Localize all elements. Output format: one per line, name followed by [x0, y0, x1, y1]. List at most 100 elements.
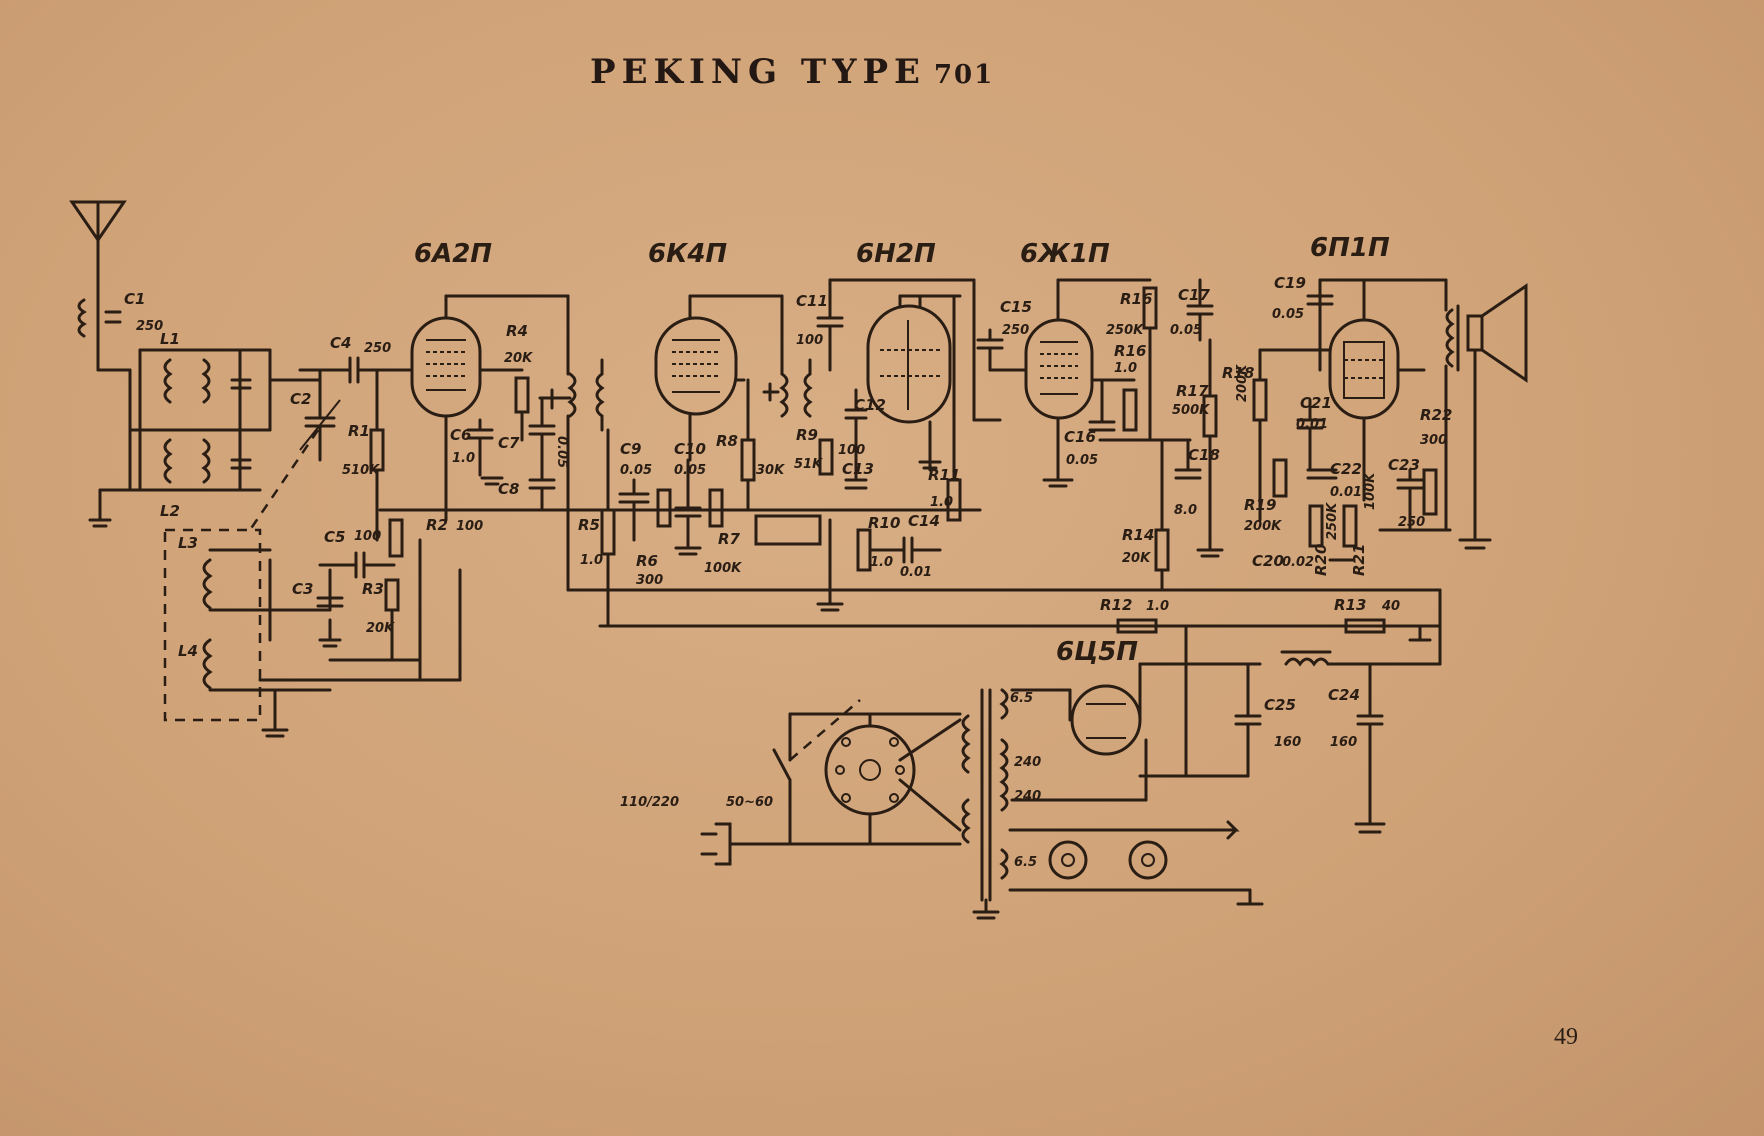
label-r12: R12	[1100, 596, 1132, 614]
label-c13-value: 100	[838, 443, 865, 458]
capacitor-c25	[1234, 662, 1262, 778]
output-transformer	[1444, 278, 1460, 532]
label-r9: R9	[796, 426, 818, 444]
tube-label-6zh1p: 6Ж1П	[1020, 239, 1110, 269]
label-r2-value: 100	[456, 519, 483, 534]
label-r17-value: 500K	[1172, 403, 1210, 418]
switch-link-dashed	[789, 699, 861, 761]
label-r16b-value: 1.0	[1114, 361, 1137, 376]
label-c3: C3	[292, 580, 313, 598]
label-c7: C7	[498, 434, 520, 452]
voltage-selector-icon	[824, 712, 962, 846]
label-r8: R8	[716, 432, 738, 450]
label-r4: R4	[506, 322, 528, 340]
resistor-r6	[656, 488, 672, 528]
resistor-r8	[740, 438, 756, 482]
rectifier-6c5p	[1070, 662, 1262, 756]
label-c5-value: 100	[354, 529, 381, 544]
label-c20: C20	[1252, 552, 1284, 570]
label-r6-value: 300	[636, 573, 663, 588]
label-r16b: R16	[1114, 342, 1146, 360]
capacitor-c10	[674, 458, 702, 556]
label-r8-value: 30K	[756, 463, 785, 478]
label-l4: L4	[178, 642, 198, 660]
label-c22-value: 0.01	[1330, 485, 1362, 500]
label-c11-value: 100	[796, 333, 823, 348]
tube-label-6n2p: 6Н2П	[856, 239, 936, 269]
page-number: 49	[1554, 1024, 1578, 1050]
label-r19-value: 200K	[1244, 519, 1282, 534]
tube-6zh1p	[1024, 278, 1152, 482]
label-c25-value: 160	[1274, 735, 1301, 750]
heater-arrow-icon	[1214, 820, 1240, 840]
label-c20-value: 0.02	[1282, 555, 1314, 570]
tube-6p1p	[1318, 278, 1448, 502]
label-mains-freq: 50~60	[726, 795, 773, 810]
label-r3: R3	[362, 580, 384, 598]
capacitor-c14	[868, 536, 942, 564]
capacitor-c24	[1354, 662, 1386, 834]
label-v240-b: 240	[1014, 789, 1041, 804]
label-r22-value: 300	[1420, 433, 1447, 448]
label-c21-value: 0.01	[1296, 417, 1328, 432]
label-r20-value: 250K	[1325, 502, 1340, 540]
input-coil-l1	[77, 288, 262, 528]
label-c4-value: 250	[364, 341, 391, 356]
label-r14: R14	[1122, 526, 1154, 544]
label-c19-value: 0.05	[1272, 307, 1304, 322]
label-r18-value: 200K	[1235, 364, 1250, 402]
tube-6n2p	[866, 294, 962, 462]
tube-label-6c5p: 6Ц5П	[1056, 637, 1138, 667]
label-r7-value: 100K	[704, 561, 742, 576]
resistor-r7	[708, 488, 724, 528]
label-r13-value: 40	[1381, 599, 1400, 614]
tube-6a2p	[410, 294, 570, 522]
capacitor-c15	[976, 328, 1028, 372]
capacitor-c11	[816, 278, 976, 372]
label-r7: R7	[718, 530, 741, 548]
label-c9-value: 0.05	[620, 463, 652, 478]
label-c8: C8	[498, 480, 519, 498]
capacitor-c12-c13	[844, 388, 868, 490]
label-r11-value: 1.0	[930, 495, 953, 510]
label-c19: C19	[1274, 274, 1306, 292]
resistor-r10	[856, 528, 872, 572]
label-c24-value: 160	[1330, 735, 1357, 750]
power-switch	[772, 748, 792, 782]
capacitor-c18	[1174, 438, 1202, 480]
label-v240-a: 240	[1014, 755, 1041, 770]
oscillator-coils	[202, 548, 332, 738]
if-transformer-2	[762, 294, 813, 418]
resistor-r3	[384, 578, 400, 612]
label-c18-value: 8.0	[1174, 503, 1197, 518]
label-c15-value: 250	[1002, 323, 1029, 338]
label-c6-value: 1.0	[452, 451, 475, 466]
label-c14: C14	[908, 512, 940, 530]
title-text: PEKING TYPE	[590, 52, 926, 92]
resistor-r9	[818, 438, 834, 476]
resistor-r20	[1308, 504, 1324, 548]
title-model: 701	[933, 60, 995, 90]
pilot-lamp-1-icon	[1048, 840, 1088, 880]
label-c5: C5	[324, 528, 345, 546]
label-c7-c8-value: 0.05	[554, 436, 569, 468]
tube-label-6p1p: 6П1П	[1310, 233, 1390, 263]
label-r16a: R16	[1120, 290, 1152, 308]
tube-6k4p	[654, 294, 784, 462]
tuning-capacitor-c2	[299, 368, 341, 462]
label-r9-value: 51K	[794, 457, 823, 472]
capacitor-c19	[1306, 278, 1334, 372]
label-l3: L3	[178, 534, 198, 552]
capacitor-c9	[618, 478, 650, 542]
label-c9: C9	[620, 440, 641, 458]
label-r21-value: 100K	[1363, 472, 1378, 510]
resistor-r18	[1252, 378, 1268, 422]
resistor-r13	[1344, 618, 1386, 634]
resistor-r4	[514, 376, 530, 414]
label-r16a-value: 250K	[1106, 323, 1144, 338]
label-c17-value: 0.05	[1170, 323, 1202, 338]
label-c18: C18	[1188, 446, 1220, 464]
resistor-r14	[1154, 528, 1170, 572]
